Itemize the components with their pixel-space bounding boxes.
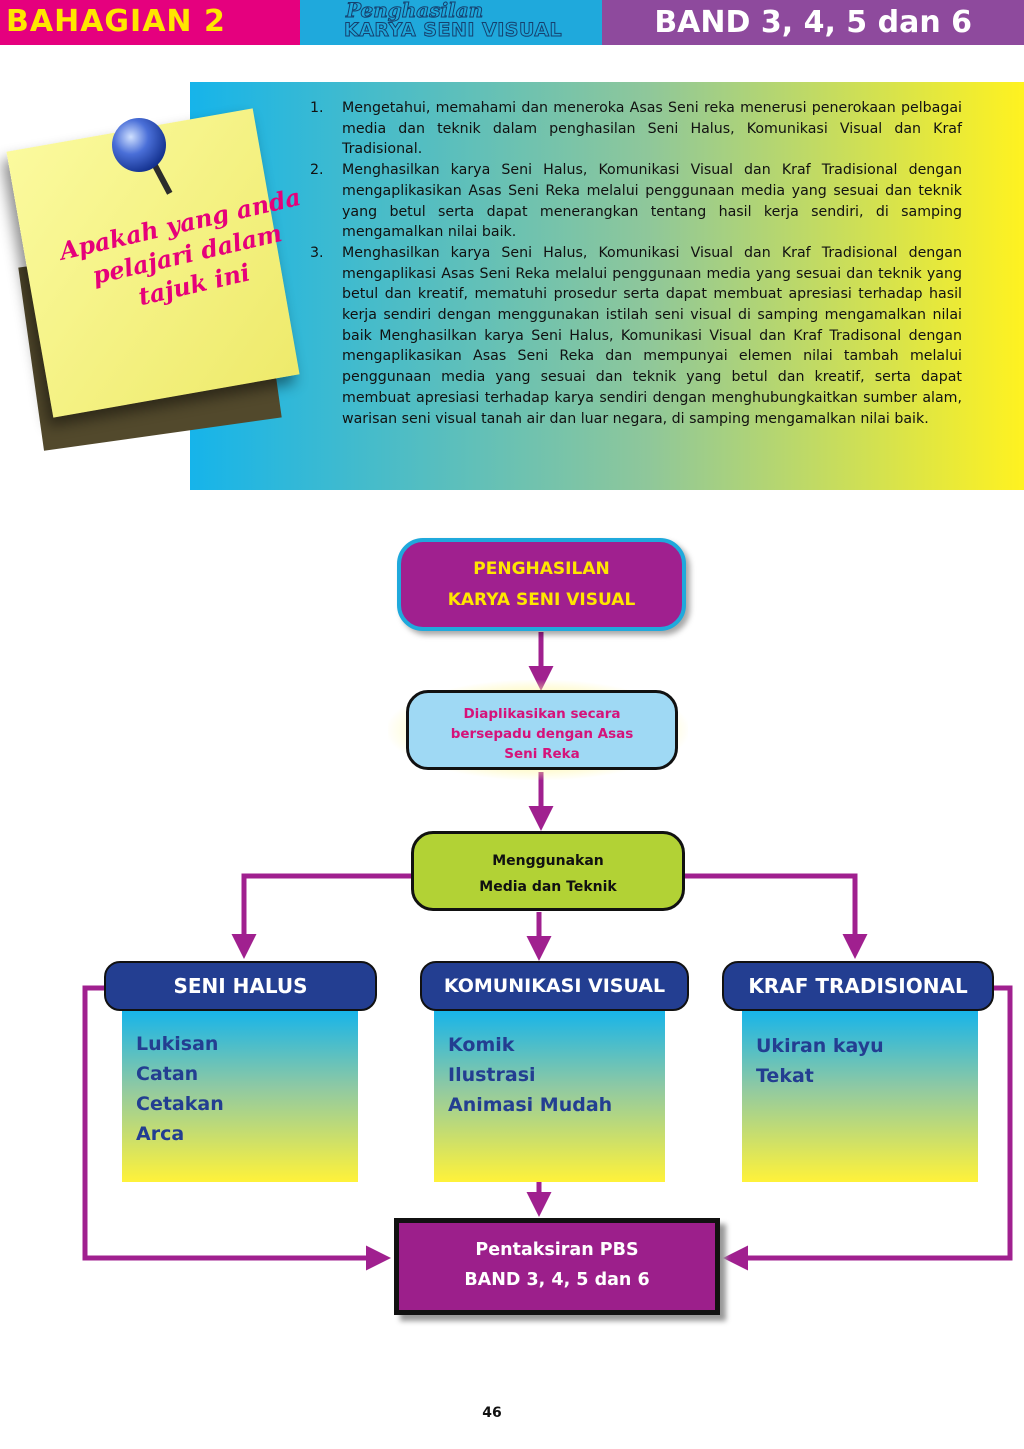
media-line2: Media dan Teknik: [479, 879, 617, 895]
list-item: Lukisan: [136, 1033, 219, 1055]
asas-line3: Seni Reka: [504, 746, 580, 762]
topic-banner: Penghasilan KARYA SENI VISUAL: [300, 0, 602, 45]
pbs-line1: Pentaksiran PBS: [475, 1240, 639, 1260]
section-title: BAHAGIAN 2: [6, 4, 226, 39]
connector-media-left: [231, 873, 411, 959]
list-item: Ukiran kayu: [756, 1035, 884, 1057]
seni-halus-list: Lukisan Catan Cetakan Arca: [136, 1029, 224, 1149]
section-banner: BAHAGIAN 2: [0, 0, 300, 45]
push-pin-icon: [112, 118, 166, 172]
topic-title: KARYA SENI VISUAL: [343, 19, 563, 42]
kraf-tradisional-title: KRAF TRADISIONAL: [748, 974, 968, 998]
objectives-panel: [190, 82, 1024, 490]
pentaksiran-pbs-box: Pentaksiran PBS BAND 3, 4, 5 dan 6: [394, 1218, 720, 1315]
komunikasi-visual-panel: [434, 1010, 665, 1182]
objective-item: 3. Menghasilkan karya Seni Halus, Komuni…: [310, 243, 962, 429]
main-topic-line2: KARYA SENI VISUAL: [447, 590, 636, 610]
asas-line1: Diaplikasikan secara: [463, 706, 621, 722]
list-item: Komik: [448, 1034, 515, 1056]
media-teknik-box: Menggunakan Media dan Teknik: [411, 831, 685, 911]
connector-left-to-pbs: [82, 985, 391, 1271]
objective-text: Menghasilkan karya Seni Halus, Komunikas…: [342, 244, 962, 427]
objective-number: 1.: [310, 100, 324, 116]
pbs-line2: BAND 3, 4, 5 dan 6: [464, 1270, 650, 1290]
main-topic-box: PENGHASILAN KARYA SENI VISUAL: [397, 538, 686, 631]
kraf-tradisional-list: Ukiran kayu Tekat: [756, 1031, 884, 1091]
seni-halus-header: SENI HALUS: [104, 961, 377, 1011]
list-item: Ilustrasi: [448, 1064, 536, 1086]
topic-title-script: Penghasilan: [345, 0, 484, 23]
objective-text: Mengetahui, memahami dan meneroka Asas S…: [342, 100, 962, 158]
objective-number: 3.: [310, 244, 324, 261]
kraf-tradisional-header: KRAF TRADISIONAL: [722, 961, 994, 1011]
komunikasi-visual-header: KOMUNIKASI VISUAL: [420, 961, 689, 1011]
list-item: Arca: [136, 1123, 185, 1145]
connector-media-right: [685, 873, 868, 959]
kraf-tradisional-panel: [742, 1010, 978, 1182]
seni-halus-title: SENI HALUS: [173, 974, 308, 998]
media-line1: Menggunakan: [492, 853, 604, 869]
page-number: 46: [482, 1405, 502, 1421]
band-banner: BAND 3, 4, 5 dan 6: [602, 0, 1024, 45]
komunikasi-visual-list: Komik Ilustrasi Animasi Mudah: [448, 1030, 612, 1120]
asas-seni-reka-box: Diaplikasikan secara bersepadu dengan As…: [406, 690, 678, 770]
objective-number: 2.: [310, 162, 324, 179]
list-item: Animasi Mudah: [448, 1094, 613, 1116]
objectives-list: 1. Mengetahui, memahami dan meneroka Asa…: [310, 98, 962, 429]
list-item: Cetakan: [136, 1093, 224, 1115]
seni-halus-panel: [122, 1010, 358, 1182]
band-title: BAND 3, 4, 5 dan 6: [654, 5, 972, 40]
komunikasi-visual-title: KOMUNIKASI VISUAL: [443, 975, 666, 997]
list-item: Tekat: [756, 1065, 814, 1087]
objective-text: Menghasilkan karya Seni Halus, Komunikas…: [342, 162, 962, 241]
objective-item: 1. Mengetahui, memahami dan meneroka Asa…: [310, 98, 962, 160]
objective-item: 2. Menghasilkan karya Seni Halus, Komuni…: [310, 160, 962, 243]
asas-line2: bersepadu dengan Asas: [450, 726, 634, 742]
connector-right-to-pbs: [723, 985, 1013, 1271]
main-topic-line1: PENGHASILAN: [473, 559, 610, 579]
list-item: Catan: [136, 1063, 199, 1085]
